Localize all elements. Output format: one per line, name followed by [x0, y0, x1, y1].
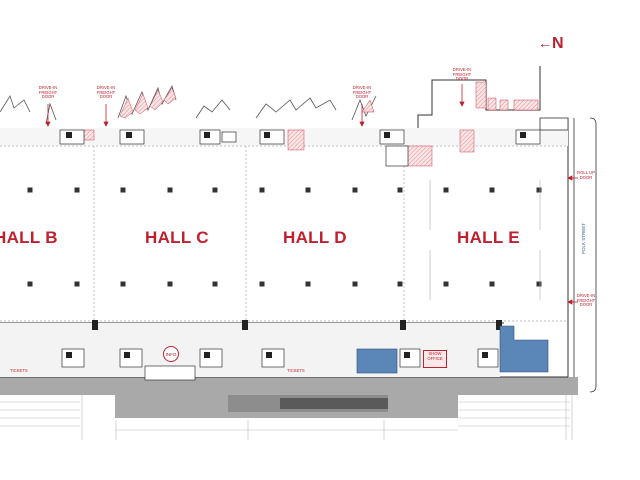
freight-door-label-4: DRIVE-IN FREIGHT DOOR: [452, 67, 472, 82]
structural-columns: [27, 187, 542, 287]
column: [536, 281, 542, 287]
freight-door-arrows: [45, 84, 578, 305]
south-core-detail: [66, 320, 502, 358]
meeting-room-blue: [356, 348, 398, 374]
hall-d-label: HALL D: [283, 228, 347, 247]
side-freight-door-label: DRIVE-IN FREIGHT DOOR: [576, 293, 596, 308]
road-lane-lines: [0, 395, 573, 440]
column: [27, 187, 33, 193]
column: [536, 187, 542, 193]
column: [259, 187, 265, 193]
south-driveway: [0, 377, 578, 395]
core-detail: [66, 132, 526, 138]
column: [167, 281, 173, 287]
column: [443, 281, 449, 287]
loading-dock-hatch: [83, 81, 539, 167]
column: [305, 187, 311, 193]
column: [443, 187, 449, 193]
column: [352, 187, 358, 193]
freight-door-label-1: DRIVE-IN FREIGHT DOOR: [38, 85, 58, 100]
column: [397, 281, 403, 287]
column: [74, 187, 80, 193]
north-arrow-icon: ←: [538, 35, 552, 51]
column: [120, 187, 126, 193]
north-letter: N: [552, 35, 564, 52]
hall-e-office-blue: [499, 325, 549, 373]
column: [305, 281, 311, 287]
tickets-label-center: TICKETS: [287, 368, 305, 373]
freight-door-label-2: DRIVE-IN FREIGHT DOOR: [96, 85, 116, 100]
rollup-door-label: ROLL UP DOOR: [577, 170, 595, 180]
column: [212, 187, 218, 193]
polk-street-label: POLK STREET: [581, 222, 587, 255]
column: [27, 281, 33, 287]
column: [120, 281, 126, 287]
hall-c-label: HALL C: [145, 228, 209, 247]
tickets-label-west: TICKETS: [10, 368, 28, 373]
east-strip: [539, 117, 597, 393]
column: [212, 281, 218, 287]
freight-door-label-3: DRIVE-IN FREIGHT DOOR: [352, 85, 372, 100]
column: [489, 281, 495, 287]
column: [352, 281, 358, 287]
show-office: SHOW OFFICE: [423, 350, 447, 368]
hall-b-label: HALL B: [0, 228, 58, 247]
info-icon: INFO: [165, 351, 177, 357]
column: [259, 281, 265, 287]
column: [74, 281, 80, 287]
column: [167, 187, 173, 193]
info-desk: INFO: [163, 346, 179, 362]
side-rails: [429, 180, 541, 300]
center-island-inner: [280, 398, 388, 409]
column: [397, 187, 403, 193]
column: [489, 187, 495, 193]
hall-e-label: HALL E: [457, 228, 520, 247]
north-compass: ←N: [538, 35, 564, 53]
